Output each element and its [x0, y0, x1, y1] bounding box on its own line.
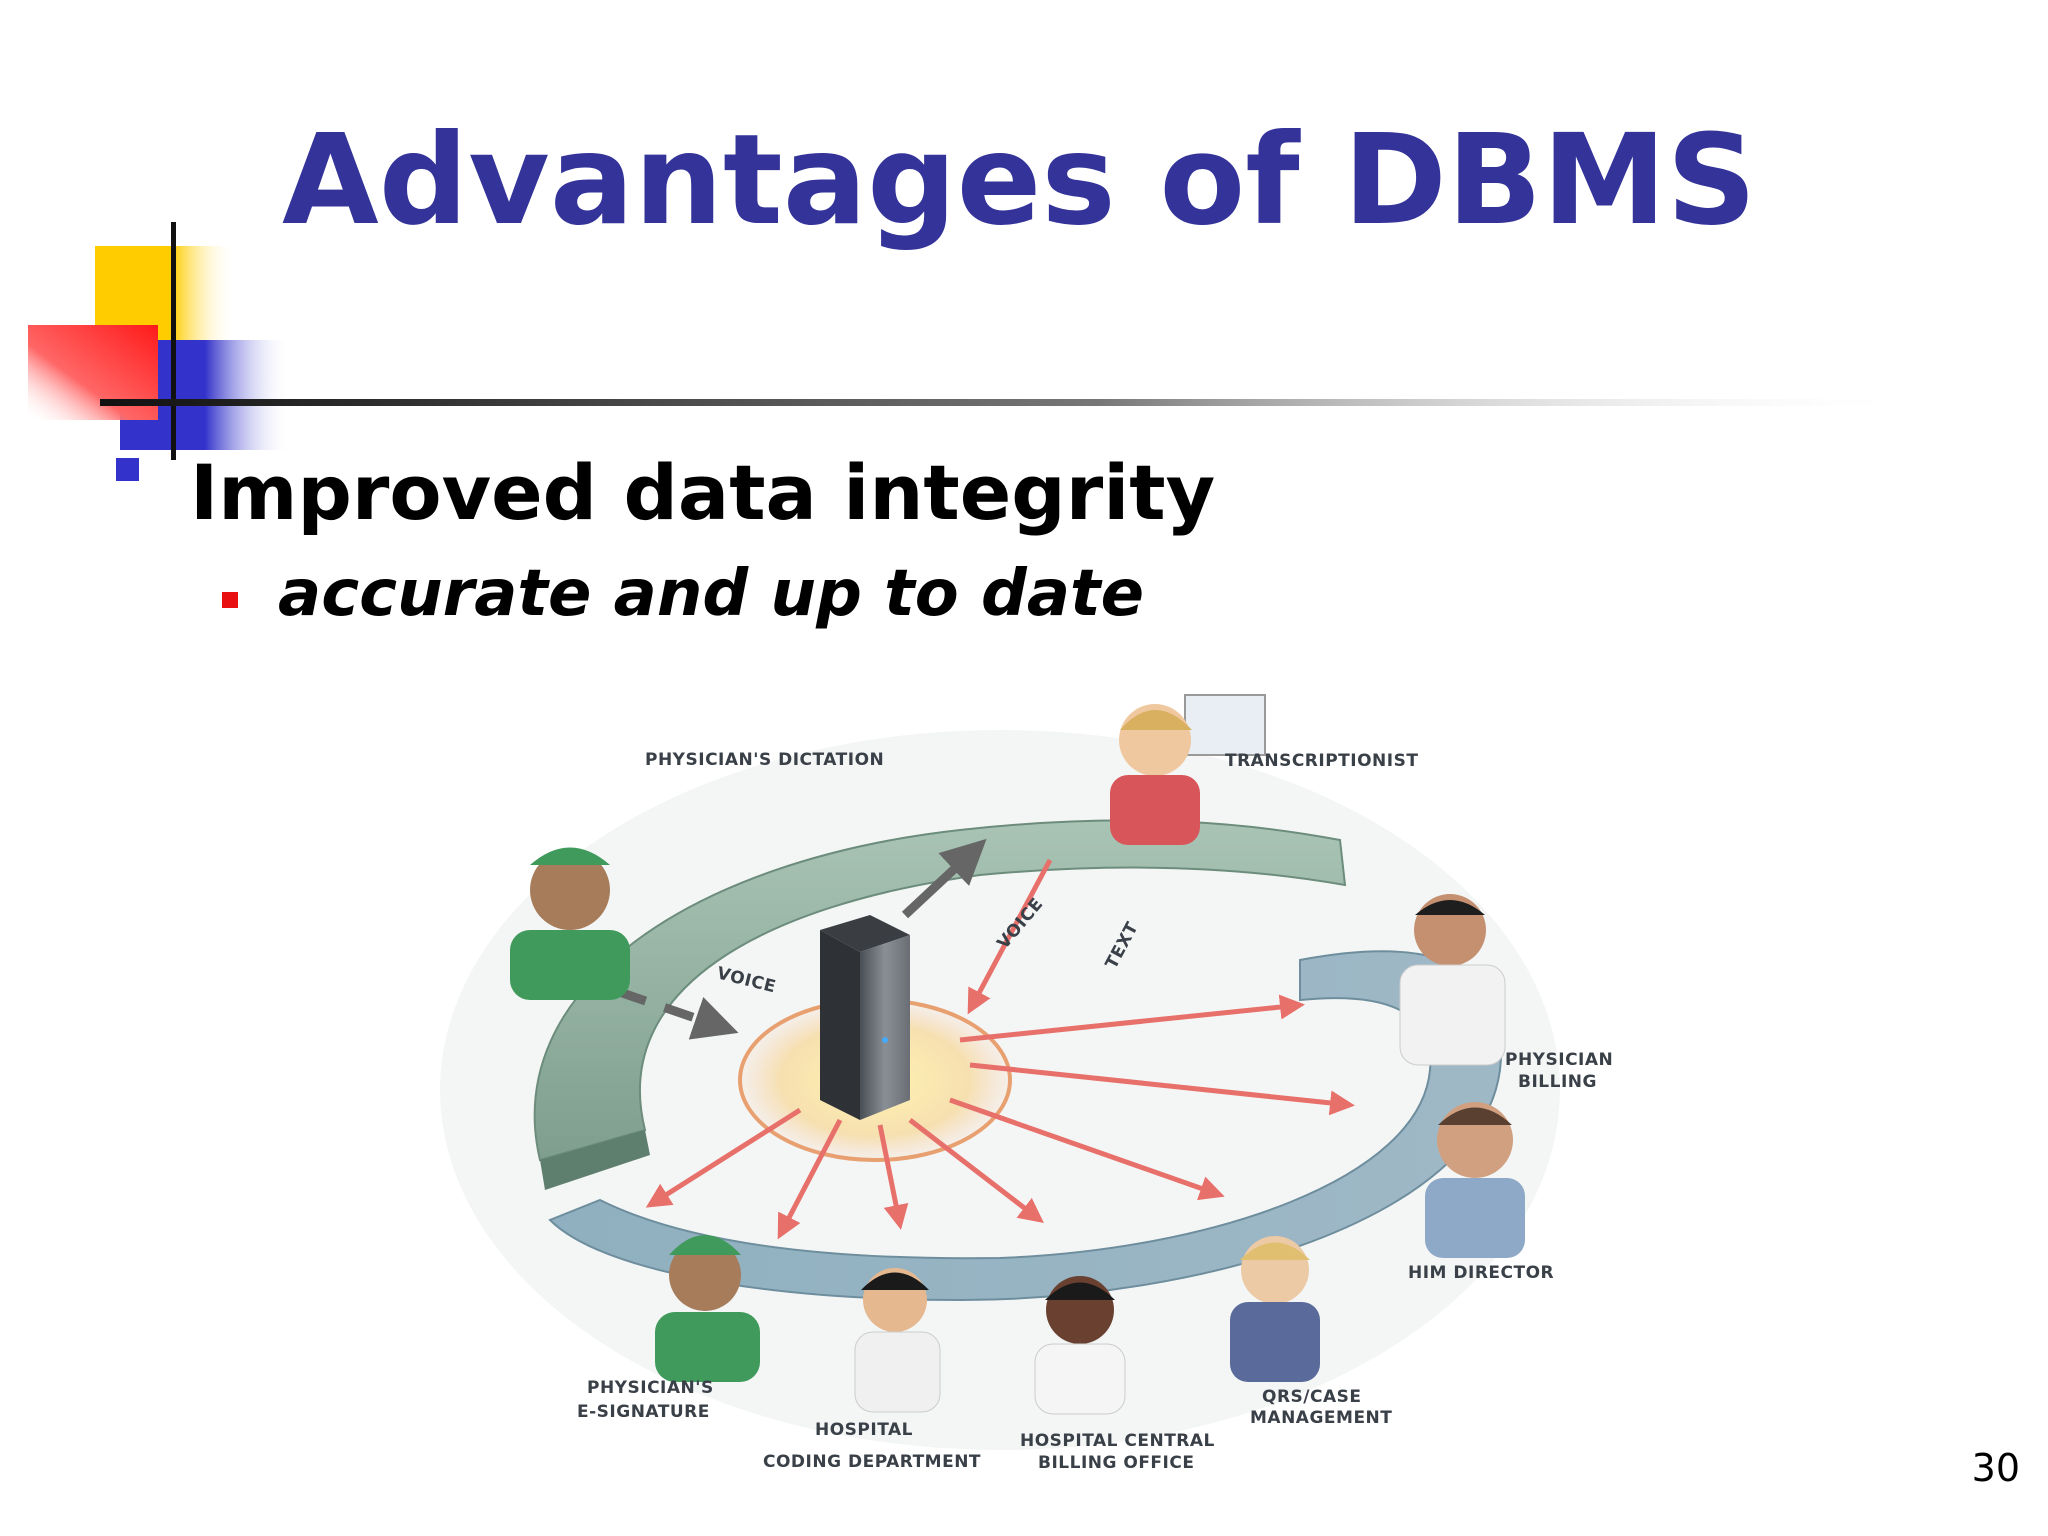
- workflow-ring-bottom: [548, 950, 1503, 1302]
- out-arrow-qrs: [949, 1097, 1225, 1201]
- slide-title: Advantages of DBMS: [282, 108, 1757, 253]
- server-front: [860, 935, 910, 1120]
- label-esig-1: PHYSICIAN'S: [587, 1378, 714, 1398]
- deco-vertical-line: [171, 222, 176, 460]
- out-arrow-coding-ext: [877, 1124, 909, 1230]
- label-physician-billing-2: BILLING: [1518, 1072, 1597, 1092]
- workflow-ring-top-edge: [540, 1130, 650, 1190]
- label-central-billing-2: BILLING OFFICE: [1038, 1453, 1194, 1473]
- title-decoration: [28, 222, 1920, 460]
- coding-dept-figure: [854, 1268, 941, 1413]
- voice-out-arrow: [901, 838, 987, 919]
- label-qrs-1: QRS/CASE: [1262, 1387, 1361, 1407]
- deco-red-square: [28, 325, 158, 420]
- label-coding-1: HOSPITAL: [815, 1420, 913, 1440]
- title-underline: [100, 399, 1920, 406]
- deco-yellow-square: [95, 246, 235, 396]
- out-arrow-esig: [645, 1107, 802, 1208]
- label-physicians-dictation: PHYSICIAN'S DICTATION: [645, 750, 884, 770]
- label-transcriptionist: TRANSCRIPTIONIST: [1225, 751, 1418, 771]
- esignature-physician-figure: [655, 1235, 760, 1382]
- out-arrow-billing: [959, 994, 1305, 1043]
- label-central-billing-1: HOSPITAL CENTRAL: [1020, 1431, 1215, 1451]
- server-side: [820, 930, 860, 1120]
- physician-billing-figure: [1399, 894, 1506, 1066]
- slide-number: 30: [1971, 1446, 2020, 1490]
- deco-blue-square: [120, 340, 290, 450]
- qrs-manager-figure: [1230, 1236, 1320, 1382]
- central-billing-figure: [1034, 1276, 1126, 1415]
- him-director-figure: [1425, 1102, 1525, 1258]
- sub-bullet-marker: [222, 592, 238, 608]
- bullet-text: Improved data integrity: [190, 448, 1216, 537]
- label-coding-2: CODING DEPARTMENT: [763, 1452, 981, 1472]
- out-arrow-central: [908, 1118, 1044, 1224]
- text-arrow: [967, 858, 1053, 1015]
- out-arrow-coding: [777, 1118, 843, 1240]
- dbms-workflow-diagram: VOICE VOICE TEXT: [440, 694, 1613, 1473]
- out-arrow-him: [969, 1062, 1355, 1116]
- bullet-marker: [116, 458, 139, 481]
- sub-bullet-text: accurate and up to date: [278, 557, 1144, 631]
- server-light: [882, 1037, 888, 1043]
- server-top: [820, 915, 910, 952]
- label-qrs-2: MANAGEMENT: [1250, 1408, 1392, 1428]
- physician-dictation-figure: [510, 847, 630, 1000]
- label-him-director: HIM DIRECTOR: [1408, 1263, 1554, 1283]
- transcriptionist-figure: [1110, 694, 1266, 845]
- label-esig-2: E-SIGNATURE: [577, 1402, 710, 1422]
- workflow-ring-top: [533, 819, 1347, 1162]
- label-physician-billing-1: PHYSICIAN: [1505, 1050, 1613, 1070]
